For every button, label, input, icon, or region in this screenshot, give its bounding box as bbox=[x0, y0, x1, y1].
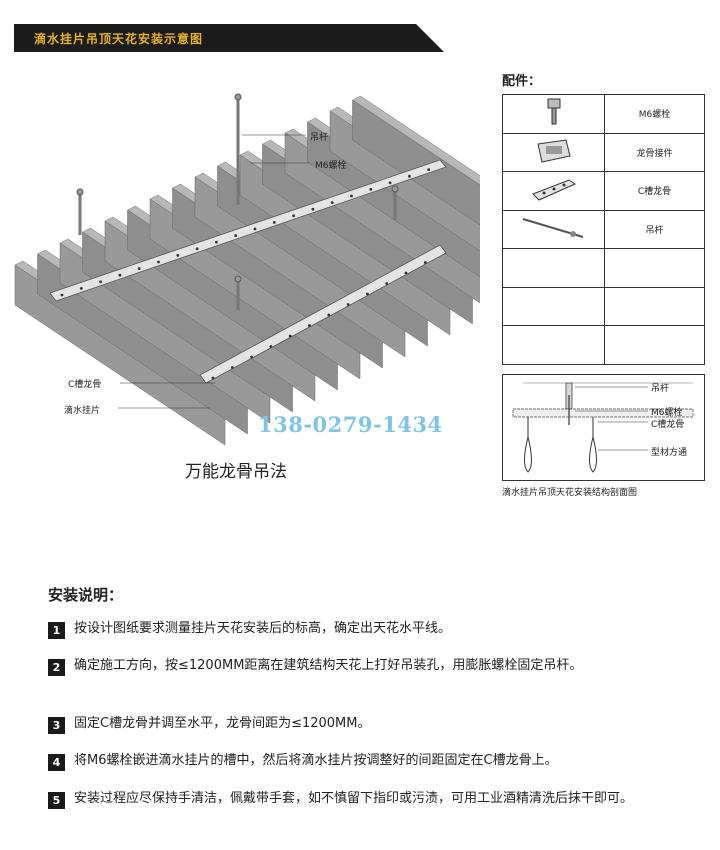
instruction-step: 2 确定施工方向，按≤1200MM距离在建筑结构天花上打好吊装孔，用膨胀螺栓固定吊… bbox=[48, 657, 674, 676]
rod-anchor bbox=[76, 188, 84, 196]
accessory-name bbox=[604, 248, 705, 288]
keel-hole bbox=[230, 366, 234, 369]
keel-hole bbox=[330, 201, 334, 204]
section-view-diagram: 吊杆 M6螺栓 C槽龙骨 型材方通 bbox=[502, 374, 705, 481]
section-label-rod: 吊杆 bbox=[651, 384, 670, 394]
keel-hole bbox=[423, 261, 427, 264]
installation-diagram bbox=[10, 85, 571, 446]
keel-hole bbox=[211, 376, 215, 380]
step-number-badge: 1 bbox=[48, 622, 65, 639]
keel-hole bbox=[269, 345, 273, 348]
instructions-title: 安装说明： bbox=[48, 586, 124, 604]
keel-hole bbox=[99, 280, 102, 284]
step-text: 确定施工方向，按≤1200MM距离在建筑结构天花上打好吊装孔，用膨胀螺栓固定吊杆… bbox=[74, 658, 583, 673]
label-c-keel: C槽龙骨 bbox=[68, 380, 102, 390]
c-keel-lower bbox=[199, 244, 447, 384]
keel-hole bbox=[311, 207, 315, 211]
label-bolt: M6螺栓 bbox=[315, 161, 347, 171]
accessory-name: C槽龙骨 bbox=[604, 171, 705, 211]
accessory-name: 吊杆 bbox=[604, 209, 705, 249]
keel-hole bbox=[234, 234, 238, 238]
section-label-c-keel: C槽龙骨 bbox=[651, 420, 685, 430]
c-keel-icon bbox=[502, 171, 605, 211]
keel-hole bbox=[176, 254, 180, 257]
rod-icon bbox=[502, 209, 605, 249]
accessory-row: M6螺栓 bbox=[502, 94, 705, 134]
keel-hole bbox=[385, 282, 389, 285]
step-text: 固定C槽龙骨并调至水平，龙骨间距为≤1200MM。 bbox=[74, 716, 371, 731]
instruction-step: 5 安装过程应尽保持手清洁，佩戴带手套，如不慎留下指印或污渍，可用工业酒精清洗后抹… bbox=[48, 790, 674, 809]
instruction-step: 4 将M6螺栓嵌进滴水挂片的槽中，然后将滴水挂片按调整好的间距固定在C槽龙骨上。 bbox=[48, 752, 674, 771]
accessory-row bbox=[502, 286, 705, 326]
banner-background bbox=[14, 24, 444, 52]
section-label-tube: 型材方通 bbox=[651, 448, 688, 458]
accessory-row bbox=[502, 248, 705, 288]
step-text: 将M6螺栓嵌进滴水挂片的槽中，然后将滴水挂片按调整好的间距固定在C槽龙骨上。 bbox=[74, 753, 558, 768]
accessory-row: 吊杆 bbox=[502, 209, 705, 249]
accessory-row bbox=[502, 325, 705, 365]
keel-hole bbox=[346, 303, 350, 306]
keel-hole bbox=[308, 324, 311, 327]
keel-hole bbox=[79, 287, 83, 290]
instruction-step: 3 固定C槽龙骨并调至水平，龙骨间距为≤1200MM。 bbox=[48, 715, 674, 734]
label-rod: 吊杆 bbox=[310, 133, 329, 143]
connector-icon bbox=[502, 132, 605, 172]
c-keel-upper bbox=[49, 159, 447, 302]
phone-watermark: 138-0279-1434 bbox=[258, 412, 443, 437]
accessory-name: 龙骨接件 bbox=[604, 132, 705, 172]
keel-hole bbox=[253, 227, 257, 231]
keel-hole bbox=[272, 221, 276, 224]
empty-cell bbox=[502, 325, 605, 365]
label-drip-panel: 滴水挂片 bbox=[64, 406, 101, 416]
accessory-name bbox=[604, 286, 705, 326]
section-label-bolt: M6螺栓 bbox=[651, 408, 683, 418]
diagram-caption: 万能龙骨吊法 bbox=[185, 462, 287, 482]
step-text: 安装过程应尽保持手清洁，佩戴带手套，如不慎留下指印或污渍，可用工业酒精清洗后抹干… bbox=[74, 791, 634, 806]
keel-hole bbox=[118, 273, 122, 277]
rod-anchor bbox=[234, 93, 242, 101]
keel-hole bbox=[388, 181, 392, 185]
keel-hole bbox=[369, 188, 373, 191]
accessory-row: 龙骨接件 bbox=[502, 132, 705, 172]
keel-hole bbox=[292, 214, 295, 218]
bolt-icon bbox=[502, 94, 605, 134]
rod-anchor bbox=[391, 185, 399, 193]
accessories-title: 配件： bbox=[502, 74, 542, 89]
step-number-badge: 3 bbox=[48, 717, 65, 734]
accessory-name bbox=[604, 325, 705, 365]
keel-hole bbox=[250, 355, 254, 359]
keel-hole bbox=[215, 240, 218, 244]
rod-anchor bbox=[234, 275, 242, 283]
keel-hole bbox=[408, 174, 411, 178]
keel-hole bbox=[366, 292, 369, 296]
keel-hole bbox=[195, 247, 199, 251]
title-banner: 滴水挂片吊顶天花安装示意图 bbox=[14, 24, 444, 52]
keel-hole bbox=[427, 168, 431, 171]
section-illustration bbox=[512, 382, 694, 473]
instruction-step: 1 按设计图纸要求测量挂片天花安装后的标高，确定出天花水平线。 bbox=[48, 620, 674, 639]
ceiling-3d-illustration bbox=[14, 93, 571, 446]
keel-hole bbox=[404, 271, 408, 275]
accessory-name: M6螺栓 bbox=[604, 94, 705, 134]
keel-hole bbox=[137, 267, 141, 270]
accessory-row: C槽龙骨 bbox=[502, 171, 705, 211]
step-text: 按设计图纸要求测量挂片天花安装后的标高，确定出天花水平线。 bbox=[74, 621, 452, 636]
keel-hole bbox=[157, 260, 160, 264]
banner-title: 滴水挂片吊顶天花安装示意图 bbox=[34, 32, 204, 46]
section-caption: 滴水挂片吊顶天花安装结构剖面图 bbox=[502, 488, 638, 498]
keel-hole bbox=[350, 194, 353, 198]
step-number-badge: 4 bbox=[48, 754, 65, 771]
empty-cell bbox=[502, 248, 605, 288]
step-number-badge: 2 bbox=[48, 659, 65, 676]
step-number-badge: 5 bbox=[48, 792, 65, 809]
keel-hole bbox=[60, 293, 64, 297]
keel-hole bbox=[327, 313, 331, 317]
empty-cell bbox=[502, 286, 605, 326]
keel-hole bbox=[288, 334, 292, 338]
